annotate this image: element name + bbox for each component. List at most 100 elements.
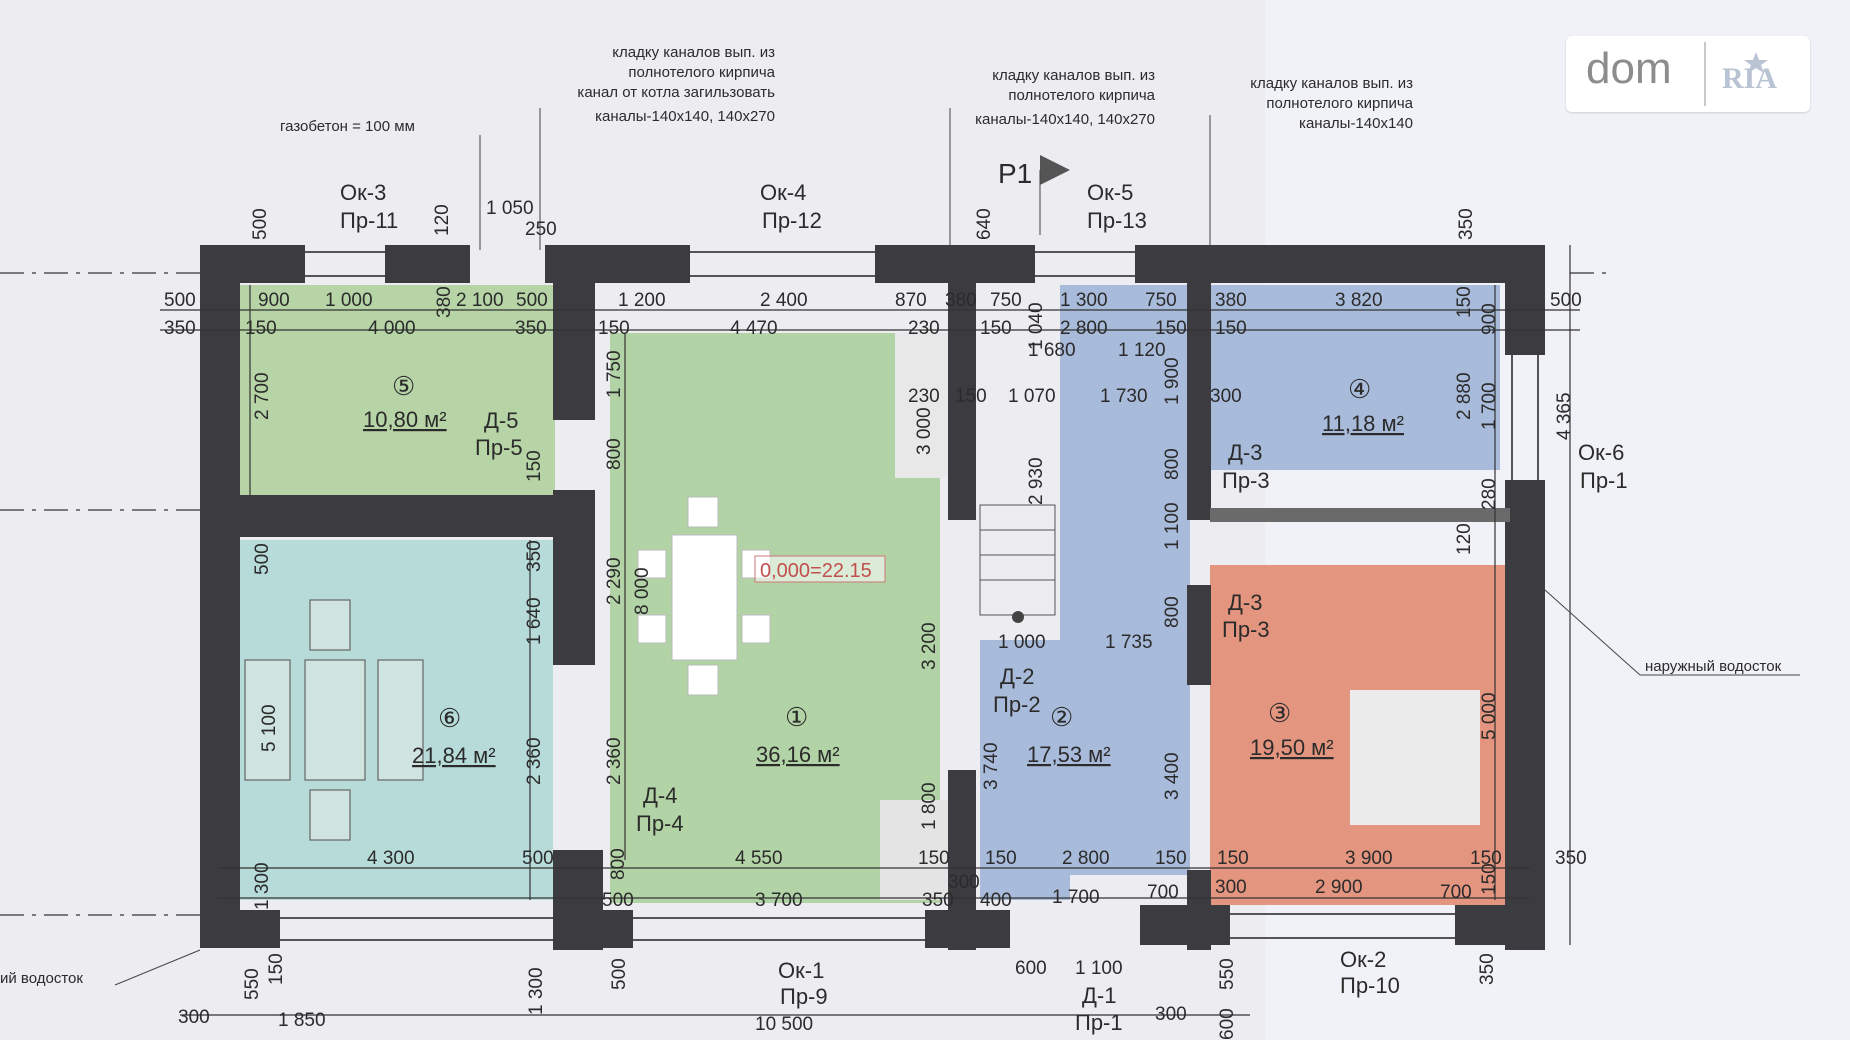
wall-bottom-1 [200, 910, 280, 948]
sauna-benches [244, 599, 424, 841]
dim: 4 300 [367, 848, 415, 869]
star-icon [1744, 52, 1768, 73]
dim: 3 000 [914, 407, 935, 455]
dim: 150 [598, 318, 630, 339]
room-4-area: 11,18 м² [1322, 411, 1404, 436]
wall-bottom-5 [1455, 905, 1545, 945]
room-4-number: ④ [1348, 374, 1371, 404]
room-2-fill [1060, 285, 1190, 875]
dim: 350 [164, 318, 196, 339]
dim: 380 [945, 290, 977, 311]
dim: 500 [252, 543, 273, 575]
dim: 1 000 [325, 290, 373, 311]
label-d3a: Д-3 [1228, 440, 1262, 465]
dim: 5 100 [259, 704, 280, 752]
dim: 230 [908, 318, 940, 339]
label-pr3a: Пр-3 [1222, 468, 1270, 493]
room-5-area: 10,80 м² [363, 407, 447, 432]
dim: 3 400 [1162, 752, 1183, 800]
wall-bottom-3 [925, 910, 1010, 948]
logo-ria-text: RIA [1722, 62, 1777, 95]
dim: 1 200 [618, 290, 666, 311]
room-6-number: ⑥ [438, 703, 461, 733]
elevation-box [754, 555, 886, 583]
dim: 350 [515, 318, 547, 339]
dim: 1 700 [1479, 382, 1500, 430]
dim: 150 [1479, 863, 1500, 895]
chair [637, 614, 667, 644]
dim: 1 070 [1008, 386, 1056, 407]
dim: 1 040 [1026, 302, 1047, 350]
dim: 250 [525, 219, 557, 240]
dim: 300 [1155, 1004, 1187, 1025]
note-1-line: кладку каналов вып. из [612, 44, 775, 61]
dim: 300 [948, 872, 980, 893]
wall-right-bottom [1505, 480, 1545, 950]
wall-left [200, 245, 240, 945]
dim: 230 [908, 386, 940, 407]
domria-logo[interactable]: dom RIA [1566, 36, 1810, 112]
wall-bottom-4 [1140, 905, 1230, 945]
dims-bottom1: 4 300 500 4 550 150 150 2 800 150 150 3 … [367, 848, 1587, 869]
dining-table [671, 534, 738, 661]
dim: 5 000 [1479, 692, 1500, 740]
dim: 1 050 [486, 198, 534, 219]
chair [687, 664, 719, 696]
dim: 1 100 [1162, 502, 1183, 550]
label-pr10: Пр-10 [1340, 973, 1400, 998]
dim: 150 [955, 386, 987, 407]
logo-dom-text: dom [1586, 44, 1672, 93]
dim: 750 [990, 290, 1022, 311]
label-ok1: Ок-1 [778, 958, 824, 983]
dim: 1 850 [278, 1010, 326, 1031]
label-d4: Д-4 [643, 783, 677, 808]
dim: 2 400 [760, 290, 808, 311]
dim: 500 [522, 848, 554, 869]
dim: 1 680 [1028, 340, 1076, 361]
dim: 1 730 [1100, 386, 1148, 407]
dims-row2: 350 150 4 000 350 150 4 470 230 150 2 80… [164, 318, 1247, 339]
dim: 150 [918, 848, 950, 869]
chair [741, 614, 771, 644]
dim: 500 [1550, 290, 1582, 311]
dim: 300 [178, 1007, 210, 1028]
dim: 380 [434, 286, 455, 318]
label-pr3b: Пр-3 [1222, 617, 1270, 642]
note-3-line: кладку каналов вып. из [1250, 75, 1413, 92]
dim: 600 [1217, 1008, 1238, 1040]
dim: 800 [608, 848, 629, 880]
dim: 300 [1210, 386, 1242, 407]
dim: 700 [1440, 882, 1472, 903]
dim: 700 [1147, 882, 1179, 903]
room-2-fill-b [980, 640, 1070, 900]
label-pr2: Пр-2 [993, 692, 1041, 717]
wall-v3 [1187, 260, 1211, 520]
dim: 640 [974, 208, 995, 240]
room-2-area: 17,53 м² [1027, 742, 1111, 767]
dim: 1 000 [998, 632, 1046, 653]
logo-ria-mark: RIA [1722, 52, 1777, 95]
dim: 8 000 [632, 567, 653, 615]
dim: 2 700 [252, 372, 273, 420]
dim: 1 300 [1060, 290, 1108, 311]
dim: 900 [258, 290, 290, 311]
elevation-mark: 0,000=22.15 [760, 560, 872, 582]
label-pr9: Пр-9 [780, 984, 828, 1009]
dim: 900 [1479, 303, 1500, 335]
wall-room4-bottom [1210, 508, 1510, 522]
label-d2: Д-2 [1000, 664, 1034, 689]
dims-bottom3: 1 300 550 150 1 300 500 600 1 100 550 35… [178, 862, 1498, 1040]
label-pr4: Пр-4 [636, 811, 684, 836]
label-pr12: Пр-12 [762, 208, 822, 233]
dim: 2 360 [604, 737, 625, 785]
wall-v3b [1187, 585, 1211, 685]
dim: 150 [1155, 848, 1187, 869]
dims-mid: 500 350 1 640 2 290 8 000 3 200 2 360 5 … [252, 540, 1500, 830]
label-ok6: Ок-6 [1578, 440, 1624, 465]
dim: 1 750 [604, 350, 625, 398]
dim: 350 [1555, 848, 1587, 869]
dim: 1 300 [526, 967, 547, 1015]
window-lines [280, 251, 1539, 941]
dim: 2 880 [1454, 372, 1475, 420]
room-1-kitchen [895, 333, 955, 478]
